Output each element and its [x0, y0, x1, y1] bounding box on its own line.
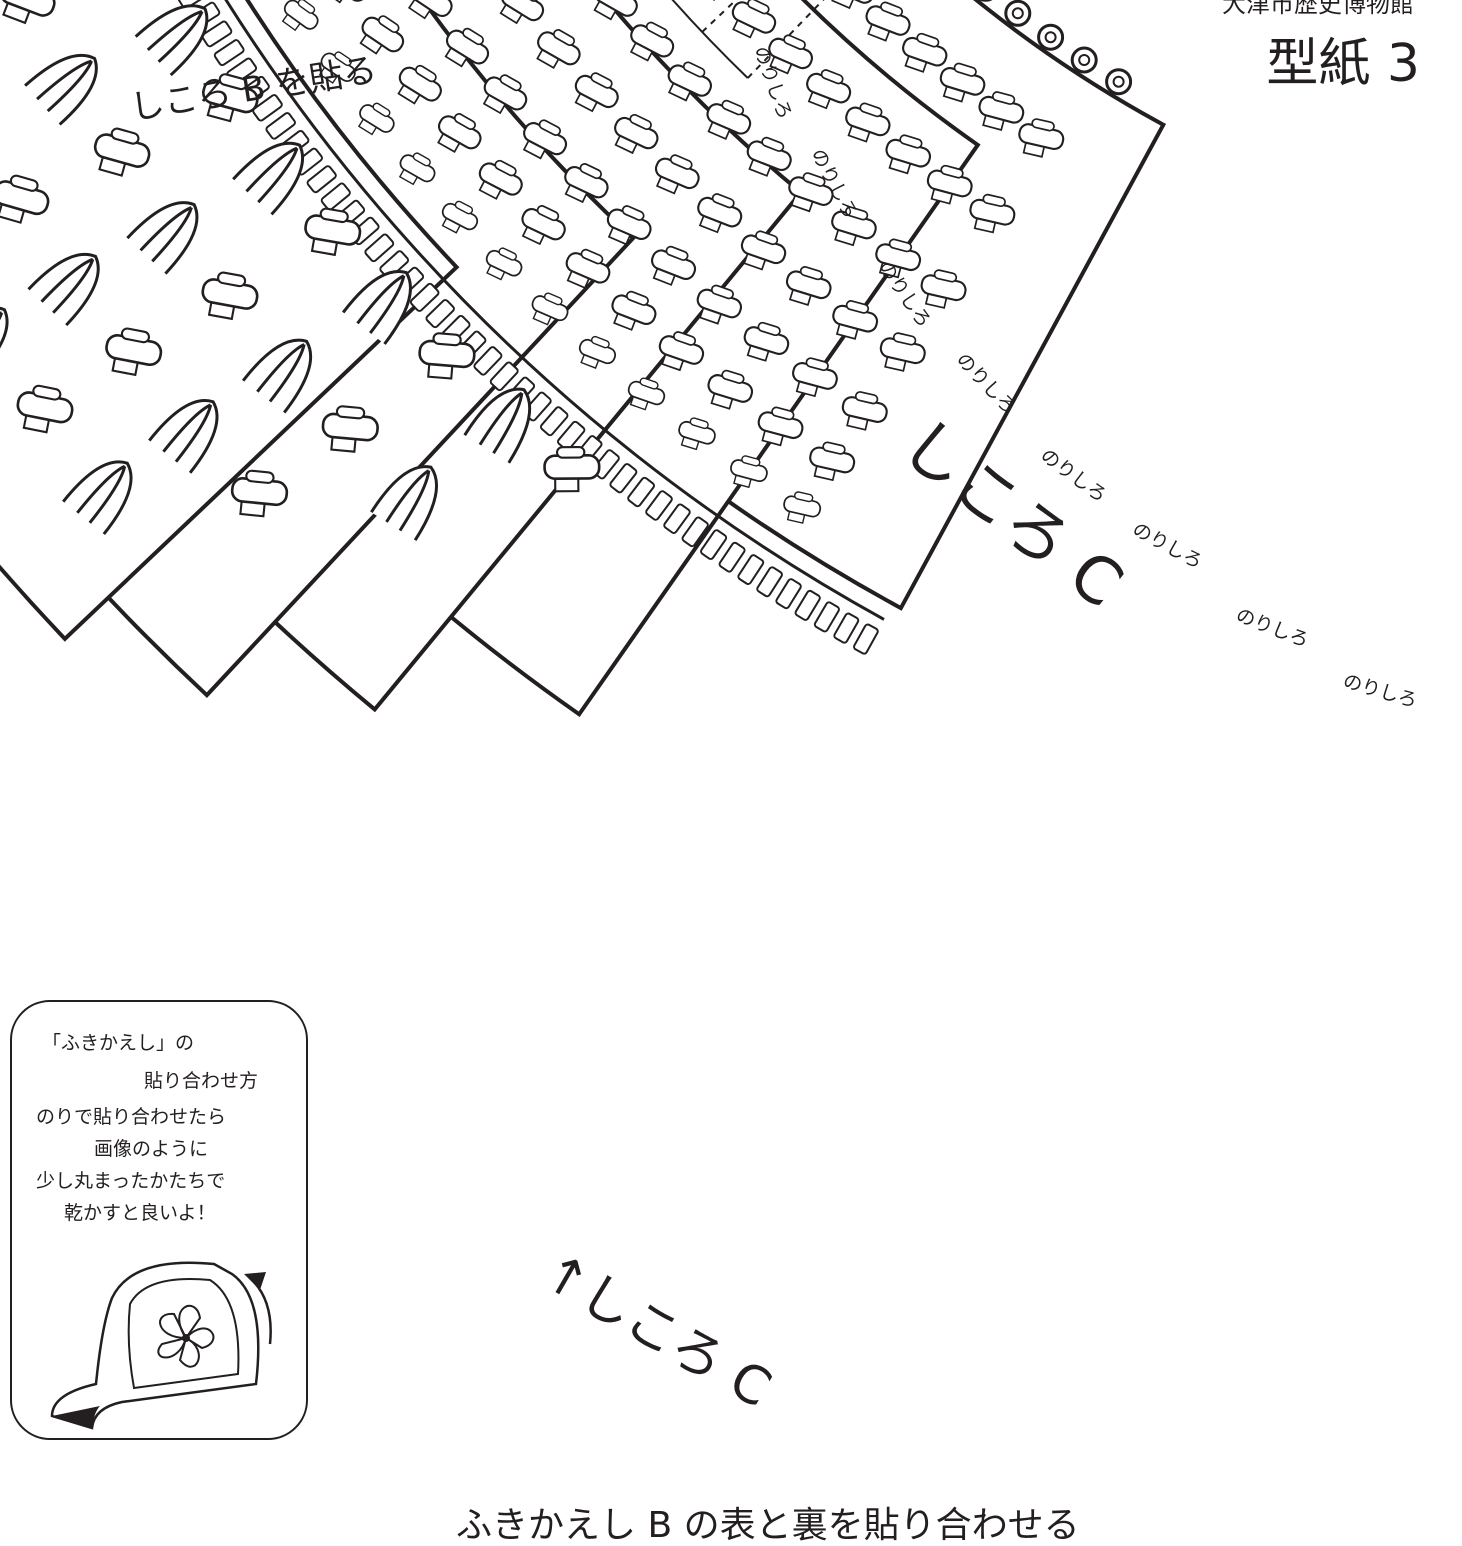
rivet-inner [1114, 77, 1124, 87]
edge-tab-shape [737, 554, 764, 585]
rivet-inner [1046, 32, 1056, 42]
knot-top [433, 333, 461, 346]
bottom-instruction: ふきかえし B の表と裏を貼り合わせる [456, 1508, 1080, 1544]
edge-tab-shape [775, 578, 802, 609]
rivet-inner [1079, 55, 1089, 65]
note-line: 貼り合わせ方 [144, 1072, 258, 1091]
edge-tab-shape [718, 542, 745, 573]
rivet-icon [1006, 1, 1030, 25]
edge-tab-shape [814, 601, 840, 632]
knot-top [337, 406, 365, 419]
edge-tab [794, 590, 820, 621]
edge-tab [737, 554, 764, 585]
knot-top [246, 470, 274, 483]
curl-illustration [34, 1234, 294, 1434]
edge-tab [756, 566, 783, 597]
museum-name: 大津市歴史博物館 [1222, 0, 1414, 16]
edge-tab-shape [756, 566, 783, 597]
instruction-note: 「ふきかえし」の 貼り合わせ方 のりで貼り合わせたら 画像のように 少し丸まった… [10, 1000, 308, 1440]
edge-tab [853, 623, 879, 654]
edge-tab-shape [794, 590, 820, 621]
edge-tab [814, 601, 840, 632]
note-line: 「ふきかえし」の [42, 1034, 194, 1053]
note-line: 画像のように [94, 1140, 208, 1159]
pattern-title: 型紙 3 [1266, 38, 1420, 90]
edge-tab [833, 612, 859, 643]
edge-tab-shape [833, 612, 859, 643]
edge-tab [775, 578, 802, 609]
rivet-icon [1107, 70, 1131, 94]
edge-tab [718, 542, 745, 573]
knot-body [544, 455, 599, 479]
edge-tab-shape [853, 623, 879, 654]
knot-top [557, 447, 584, 458]
curled-paper [52, 1263, 258, 1428]
note-line: 乾かすと良いよ！ [64, 1204, 216, 1223]
rivet-inner [1013, 8, 1023, 18]
note-line: 少し丸まったかたちで [36, 1172, 225, 1191]
rivet-icon [1072, 48, 1096, 72]
note-line: のりで貼り合わせたら [36, 1108, 226, 1127]
rivet-icon [1039, 25, 1063, 49]
